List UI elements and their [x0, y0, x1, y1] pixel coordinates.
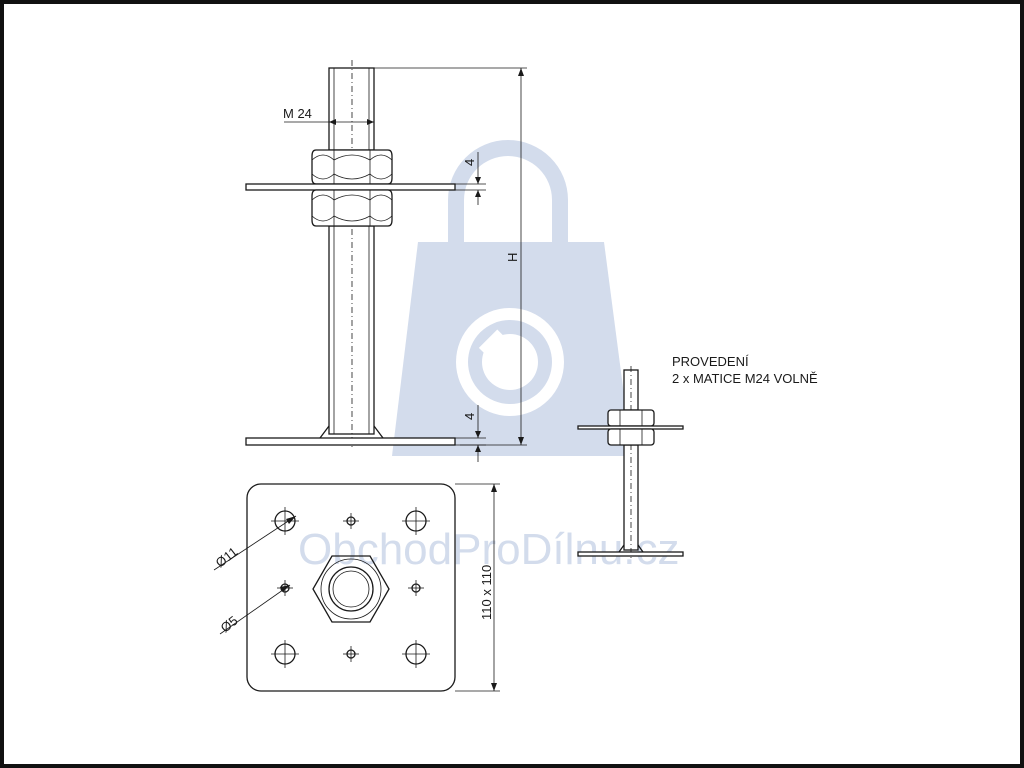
variant-description: 2 x MATICE M24 VOLNĚ — [672, 371, 818, 386]
hex-nut-plan — [312, 555, 390, 623]
top-plate — [245, 183, 456, 191]
height-label: H — [505, 253, 520, 262]
main-elevation-view — [245, 60, 456, 448]
big-hole — [402, 640, 430, 668]
base-plate-thickness: 4 — [462, 413, 477, 420]
threaded-rod-top — [328, 67, 375, 151]
small-hole — [343, 513, 359, 529]
variant-upper-nut — [607, 409, 655, 427]
variant-base-plate — [577, 551, 684, 557]
big-hole — [402, 507, 430, 535]
dimension-plate-size — [455, 483, 500, 692]
plan-view — [246, 483, 456, 692]
watermark-logo — [392, 140, 632, 456]
leader-big-hole — [213, 515, 297, 571]
plate-outline — [246, 483, 456, 692]
upper-nut — [311, 149, 393, 185]
small-hole — [343, 646, 359, 662]
lower-nut — [311, 189, 393, 227]
variant-view — [577, 366, 684, 558]
variant-lower-nut — [607, 428, 655, 446]
watermark-text: ObchodProDílnu.cz — [298, 525, 680, 574]
leader-small-hole — [219, 584, 291, 635]
threaded-rod-bottom — [328, 225, 375, 435]
weld-fillet — [319, 425, 384, 439]
base-plate — [245, 437, 456, 446]
big-hole — [271, 640, 299, 668]
dimension-plate-bottom — [455, 405, 486, 462]
thread-label: M 24 — [283, 106, 312, 121]
variant-title: PROVEDENÍ — [672, 354, 749, 369]
top-plate-thickness: 4 — [462, 159, 477, 166]
small-hole-diameter: Ø5 — [218, 613, 241, 635]
big-hole-diameter: Ø11 — [213, 544, 241, 570]
small-hole — [408, 580, 424, 596]
plate-size-label: 110 x 110 — [479, 565, 494, 620]
dimension-plate-top — [455, 152, 486, 205]
dimension-thread — [284, 112, 375, 130]
big-hole — [271, 507, 299, 535]
